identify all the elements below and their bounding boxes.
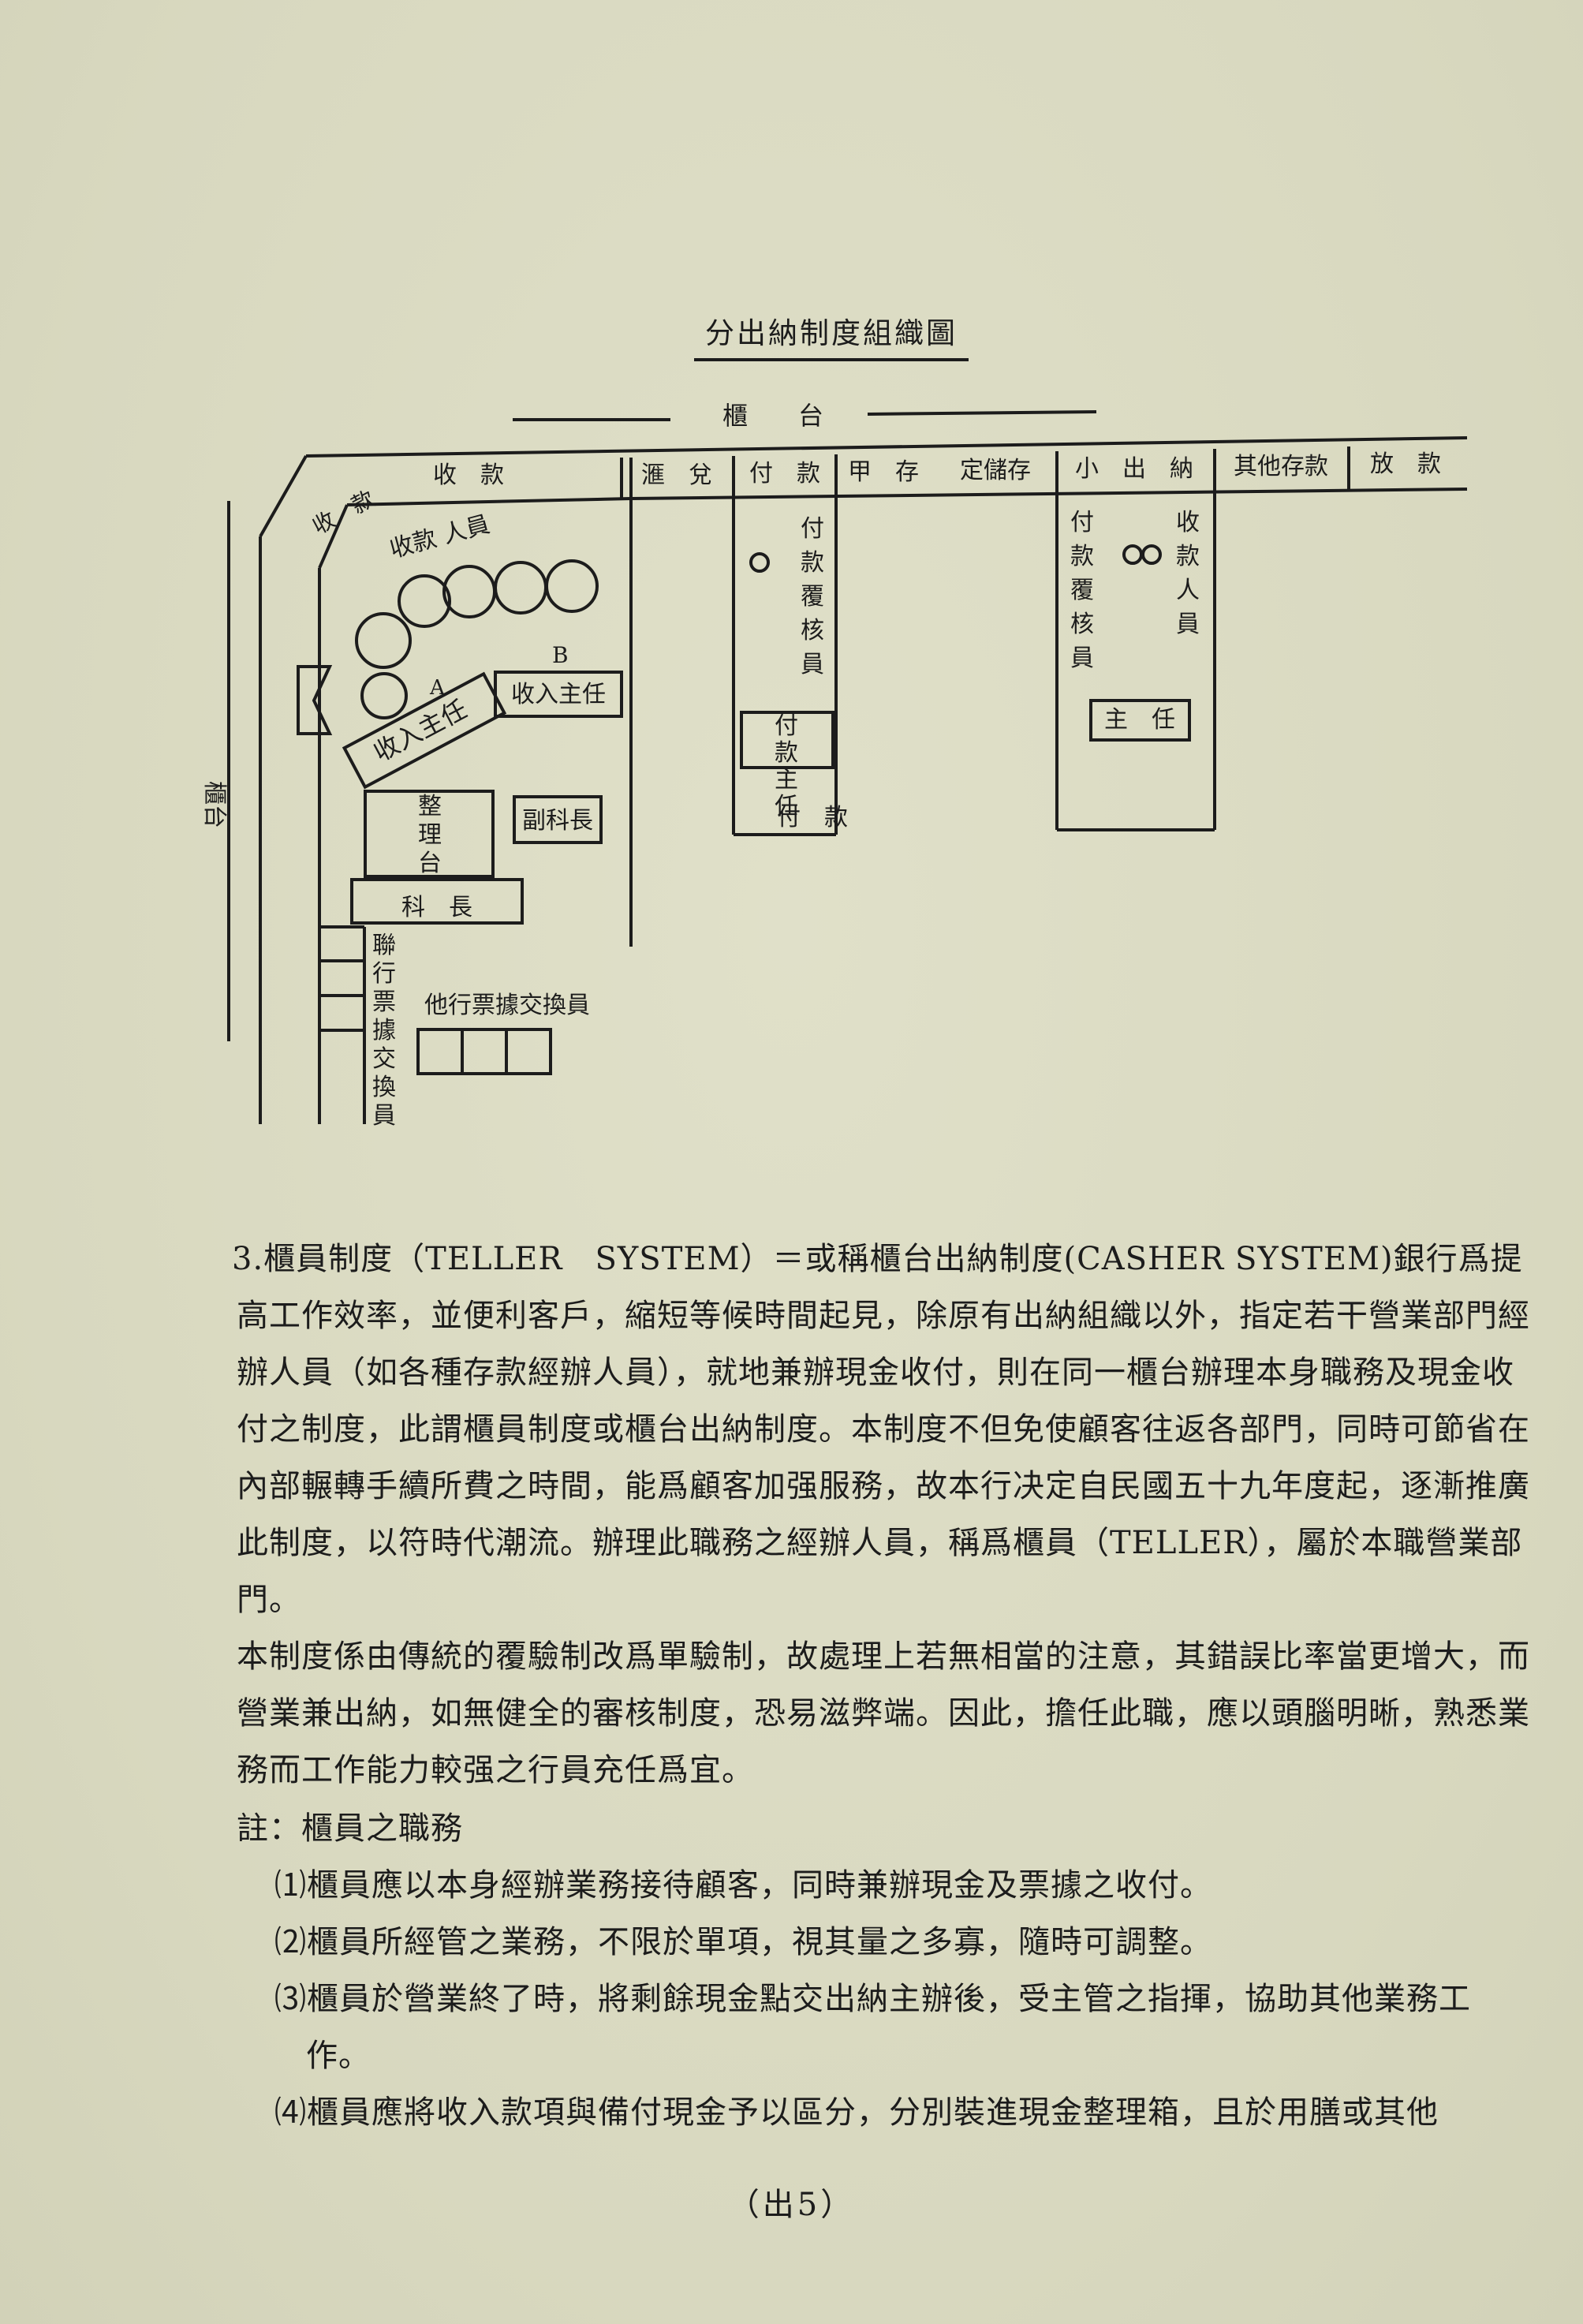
section-payment: 付 款: [749, 460, 820, 488]
payment-reviewer-label: 付款覆核員: [801, 515, 824, 678]
section-receiving-slant: 收 款: [308, 485, 379, 540]
body-text: 3.櫃員制度（TELLER SYSTEM）＝或稱櫃台出納制度(CASHER SY…: [232, 1231, 1530, 2141]
other-bank-clerk-label: 他行票據交換員: [424, 992, 590, 1019]
section-head-box: [350, 878, 524, 925]
payment-chief-label: 付款主任: [775, 712, 798, 820]
deputy-head-box: [513, 795, 603, 844]
petty-staff-circle: [1122, 544, 1143, 565]
payment-chief-box: [740, 711, 834, 769]
diagram-lines: [227, 410, 1468, 1124]
paragraph-1-text: 櫃員制度（TELLER SYSTEM）＝或稱櫃台出納制度(CASHER SYST…: [237, 1241, 1530, 1618]
inner-header-line: [346, 497, 632, 506]
note-item-2: ⑵櫃員所經管之業務，不限於單項，視其量之多寡，隨時可調整。: [274, 1924, 1212, 1960]
note-heading: 註：櫃員之職務: [237, 1810, 463, 1847]
payment-staff-circle: [749, 552, 770, 573]
petty-reviewer-label: 付款覆核員: [1070, 509, 1094, 672]
section-remittance: 滙 兌: [641, 461, 712, 489]
petty-staff-circle: [1141, 544, 1162, 565]
deputy-head-label: 副科長: [522, 807, 593, 835]
receiving-staff-label: 收款 人員: [386, 510, 492, 563]
label-b: B: [552, 642, 569, 668]
organization-diagram: 櫃 台 櫃台 收 款 收 款 滙 兌 付 款 甲 存 定儲存 小 出 納 其他存…: [200, 401, 1468, 1130]
petty-receiver-label: 收款人員: [1176, 509, 1200, 638]
inner-slant: [318, 504, 349, 569]
section-header-top: [305, 436, 1468, 458]
note-item-4: ⑷櫃員應將收入款項與備付現金予以區分，分別裝進現金整理箱，且於用膳或其他: [274, 2094, 1439, 2131]
section-header-bottom: [630, 488, 1468, 500]
counter-label-top: 櫃 台: [722, 401, 823, 431]
page-number: （出5）: [727, 2187, 856, 2223]
receiving-chief-box-2: [342, 671, 507, 790]
section-savings: 定儲存: [960, 457, 1031, 484]
section-checking: 甲 存: [848, 458, 919, 486]
staff-circle: [494, 561, 547, 615]
payment-label-bottom: 付 款: [777, 804, 848, 831]
sorting-table-label: 整理台: [418, 793, 442, 877]
receiving-chief-label: 收入主任: [511, 681, 606, 708]
staff-circle: [442, 565, 496, 618]
staff-circle-a: [360, 672, 408, 719]
note-item-3: ⑶櫃員於營業終了時，將剩餘現金點交出納主辦後，受主管之指揮，協助其他業務工作。: [274, 1981, 1471, 2074]
section-loans: 放 款: [1370, 450, 1441, 478]
section-head-label: 科 長: [401, 894, 472, 921]
diagram-title: 分出納制度組織圖: [694, 309, 969, 361]
staff-circle: [398, 574, 451, 628]
section-header-left-slant: [259, 455, 308, 537]
counter-gate-icon: [297, 665, 333, 735]
staff-circle: [545, 559, 599, 613]
section-petty-cash: 小 出 納: [1075, 455, 1193, 483]
counter-label-side: 櫃台: [200, 781, 228, 828]
petty-chief-label: 主 任: [1104, 706, 1175, 734]
paragraph-teller-system: 3.櫃員制度（TELLER SYSTEM）＝或稱櫃台出納制度(CASHER SY…: [232, 1231, 1530, 1628]
note-item-1: ⑴櫃員應以本身經辦業務接待顧客，同時兼辦現金及票據之收付。: [274, 1867, 1212, 1904]
clearing-clerk-label: 聯行票據交換員: [372, 932, 396, 1130]
other-bank-clearing-boxes: [416, 1028, 552, 1075]
section-receiving: 收 款: [433, 461, 504, 489]
petty-chief-box: [1089, 699, 1191, 742]
staff-circle: [355, 612, 412, 669]
paragraph-number: 3.: [232, 1241, 264, 1277]
paragraph-2: 本制度係由傳統的覆驗制改爲單驗制，故處理上若無相當的注意，其錯誤比率當更增大，而…: [237, 1638, 1530, 1788]
section-other-deposits: 其他存款: [1234, 453, 1328, 480]
sorting-table-box: [364, 790, 495, 878]
label-a: A: [429, 676, 446, 700]
counter-line-right: [867, 410, 1097, 416]
